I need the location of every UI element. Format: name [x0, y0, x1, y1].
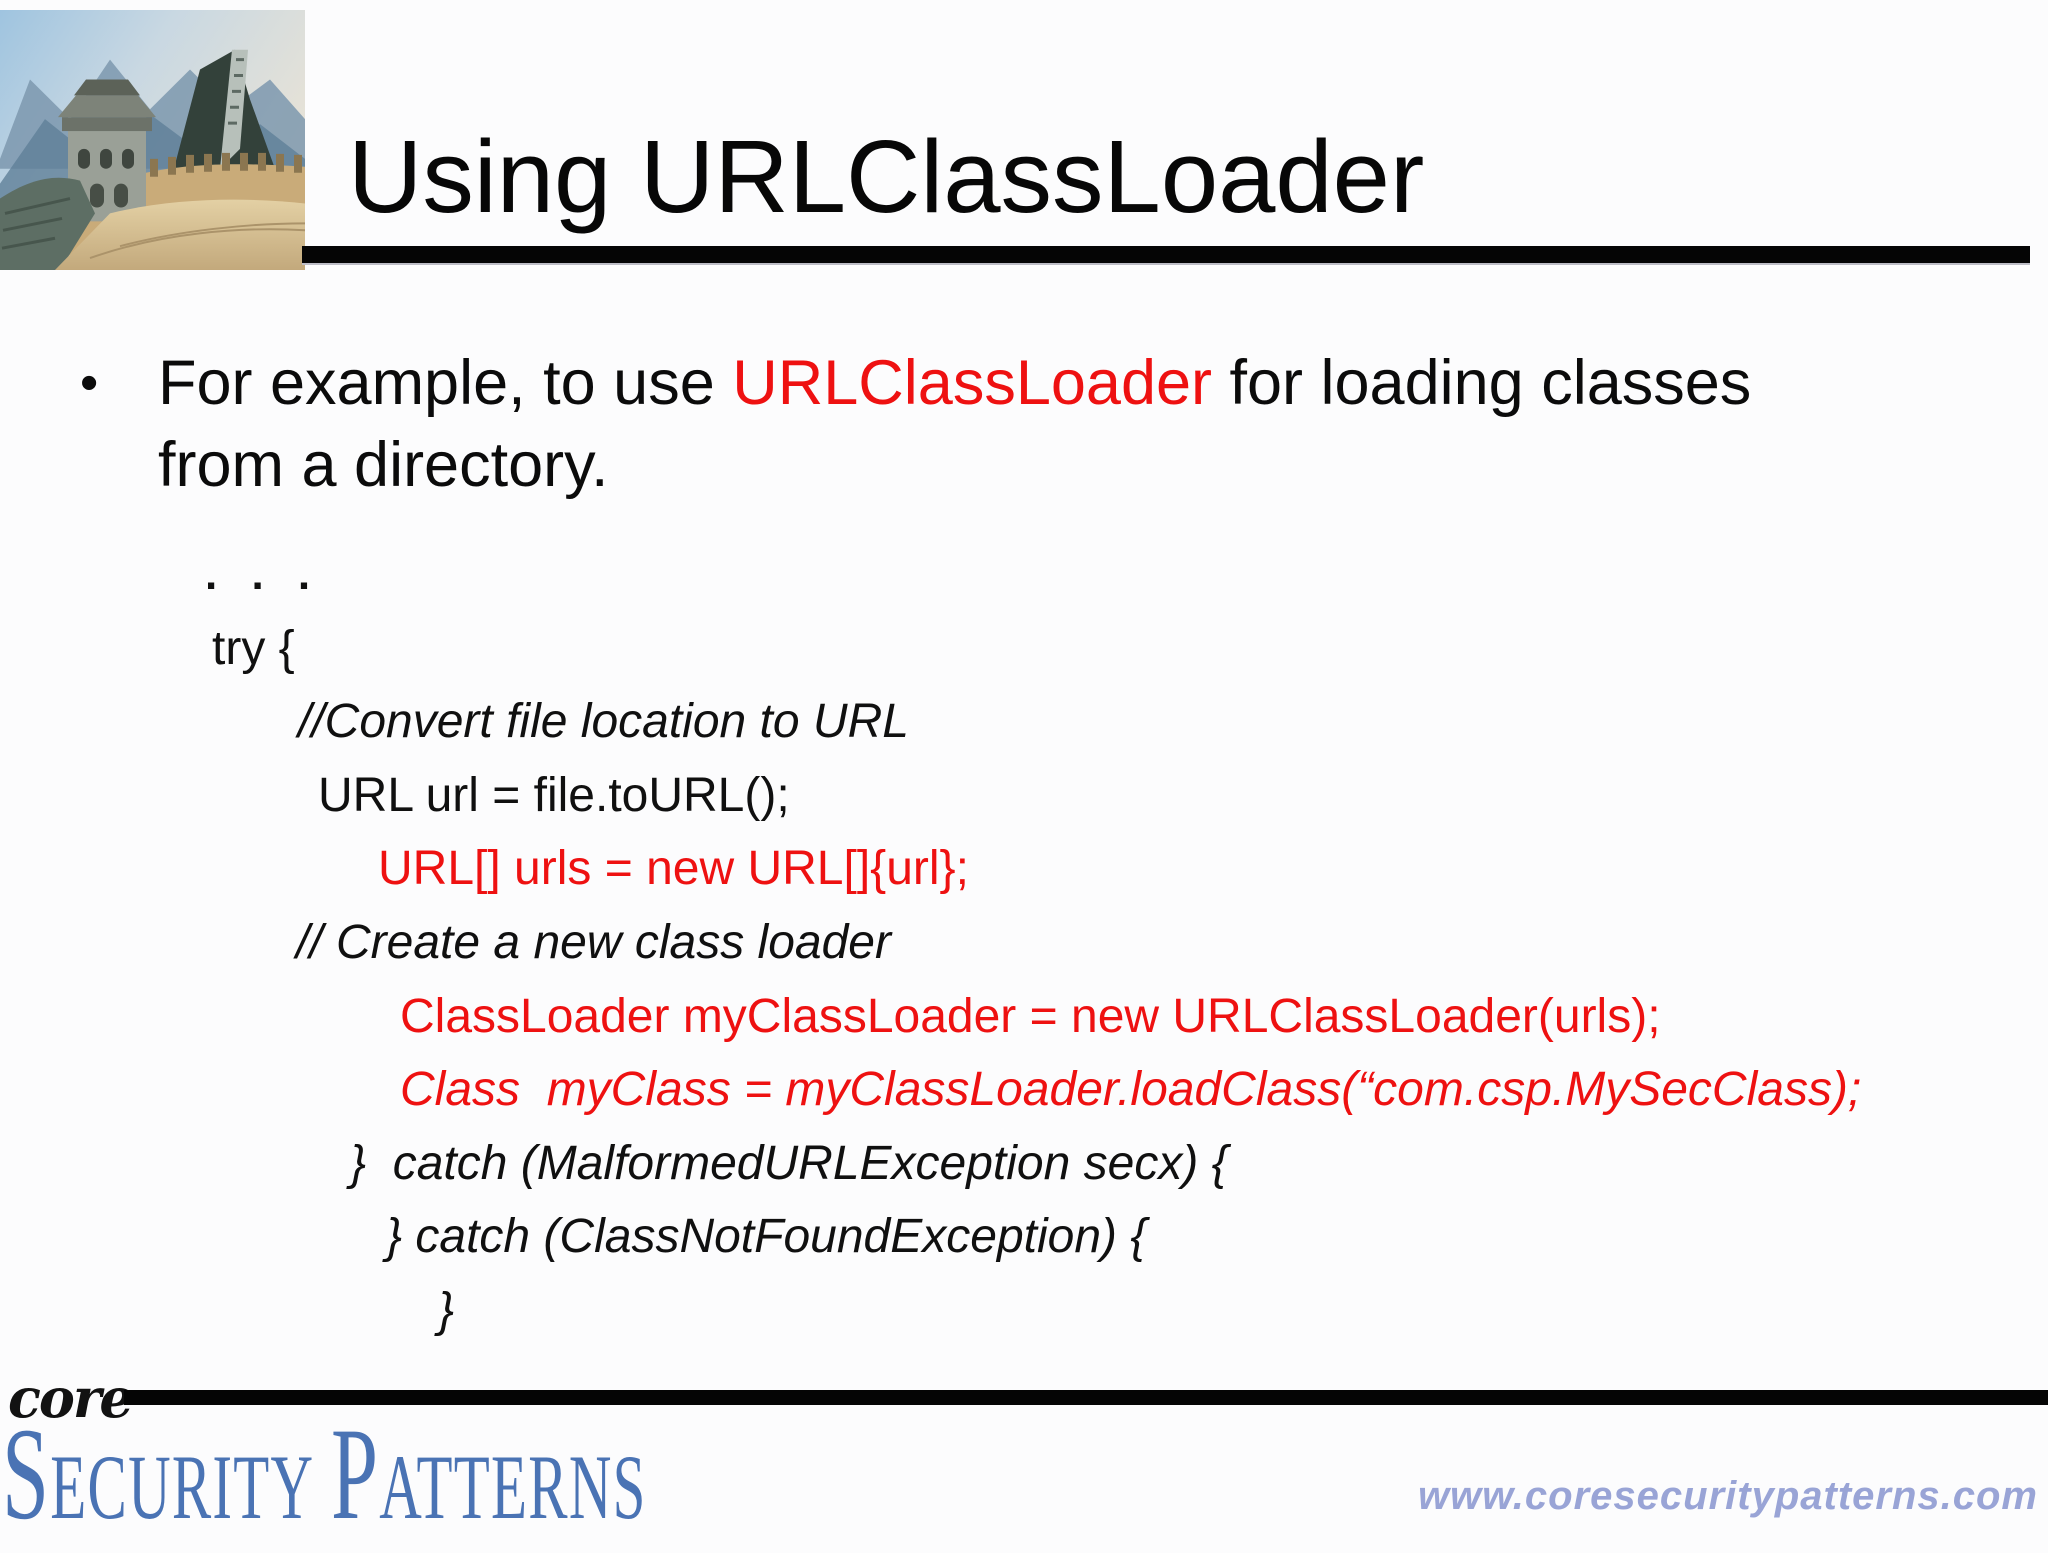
logo-word1-rest: ECURITY [50, 1436, 315, 1538]
code-line-highlighted: ClassLoader myClassLoader = new URLClass… [400, 989, 1661, 1043]
parapet-wall [0, 177, 95, 270]
walkway-joints [89, 222, 305, 260]
code-line: . . . [205, 550, 311, 599]
logo-word1-initial: S [2, 1400, 51, 1547]
bullet-text-after: for loading classes [1212, 348, 1752, 418]
logo-word2-rest: ATTERNS [379, 1436, 647, 1538]
logo-word2-initial: P [331, 1400, 380, 1547]
code-line: try { [212, 621, 295, 675]
ramp-steps [228, 58, 244, 125]
wall-crenellations [150, 152, 302, 177]
code-line: } catch (MalformedURLException secx) { [350, 1136, 1228, 1190]
code-line-comment: //Convert file location to URL [298, 695, 909, 749]
title-underline-bar [302, 246, 2030, 265]
code-line-highlighted: URL[] urls = new URL[]{url}; [378, 842, 969, 896]
code-line-comment: // Create a new class loader [296, 915, 891, 969]
wall-ramp [220, 49, 248, 169]
core-logo-script: core [8, 1366, 134, 1430]
bullet-paragraph: • For example, to use URLClassLoader for… [80, 342, 1751, 506]
parapet-bricks [1, 197, 71, 250]
bullet-text-before: For example, to use [158, 348, 733, 418]
code-line: } [438, 1283, 455, 1337]
bullet-line-1: For example, to use URLClassLoader for l… [158, 342, 1751, 424]
footer-bar [124, 1390, 2048, 1405]
walkway [55, 199, 305, 270]
watchtower [58, 79, 156, 222]
page-title: Using URLClassLoader [348, 119, 1425, 234]
code-line-highlighted: Class myClass = myClassLoader.loadClass(… [400, 1063, 1862, 1117]
code-block: . . . try { //Convert file location to U… [0, 538, 2048, 1348]
website-url: www.coresecuritypatterns.com [1417, 1474, 2038, 1518]
code-line: URL url = file.toURL(); [318, 768, 790, 822]
bullet-text: For example, to use URLClassLoader for l… [158, 342, 1751, 506]
bullet-highlight: URLClassLoader [732, 348, 1212, 418]
bullet-marker: • [80, 354, 99, 412]
great-wall-photo [0, 10, 305, 270]
bullet-line-2: from a directory. [158, 430, 609, 500]
code-line: } catch (ClassNotFoundException) { [386, 1210, 1147, 1264]
